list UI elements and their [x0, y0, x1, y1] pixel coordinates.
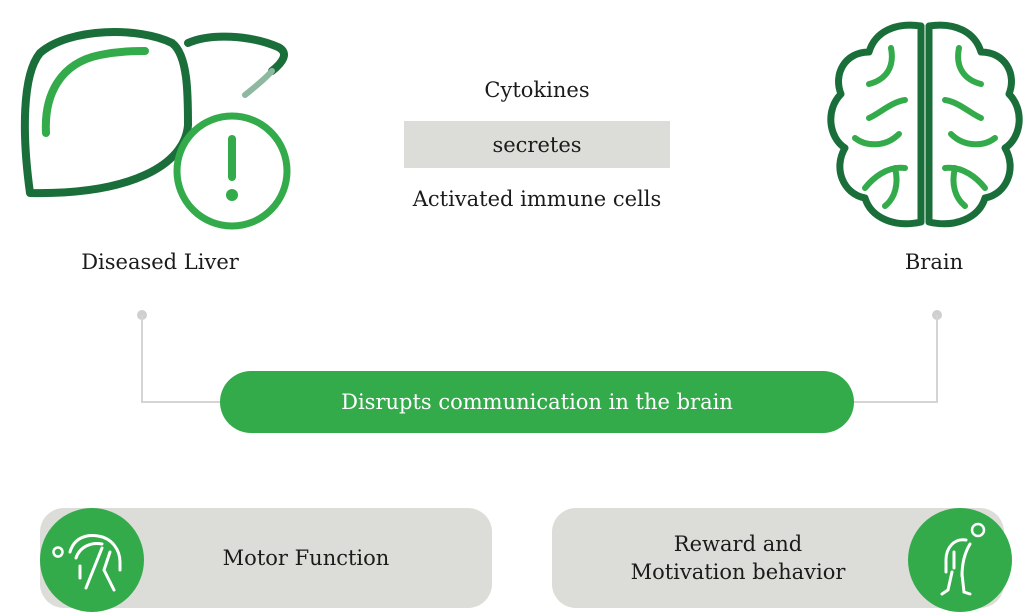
liver-alert-icon — [20, 28, 291, 230]
brain-label: Brain — [904, 250, 964, 274]
tired-person-icon — [908, 508, 1012, 612]
secretes-bar: secretes — [404, 121, 670, 168]
connector-dot-right — [932, 310, 942, 320]
secretes-label: secretes — [492, 132, 582, 157]
cytokines-label: Cytokines — [484, 78, 590, 102]
disrupts-communication-label: Disrupts communication in the brain — [341, 390, 733, 414]
motor-function-label: Motor Function — [222, 546, 390, 570]
stretching-person-icon — [40, 508, 144, 612]
immune-cells-label: Activated immune cells — [412, 187, 662, 211]
connector-dot-left — [137, 310, 147, 320]
liver-label: Diseased Liver — [81, 250, 239, 274]
reward-label-line2: Motivation behavior — [630, 560, 846, 584]
reward-label-line1: Reward and — [673, 532, 803, 556]
disrupts-communication-pill: Disrupts communication in the brain — [220, 371, 854, 433]
brain-icon — [827, 21, 1023, 228]
